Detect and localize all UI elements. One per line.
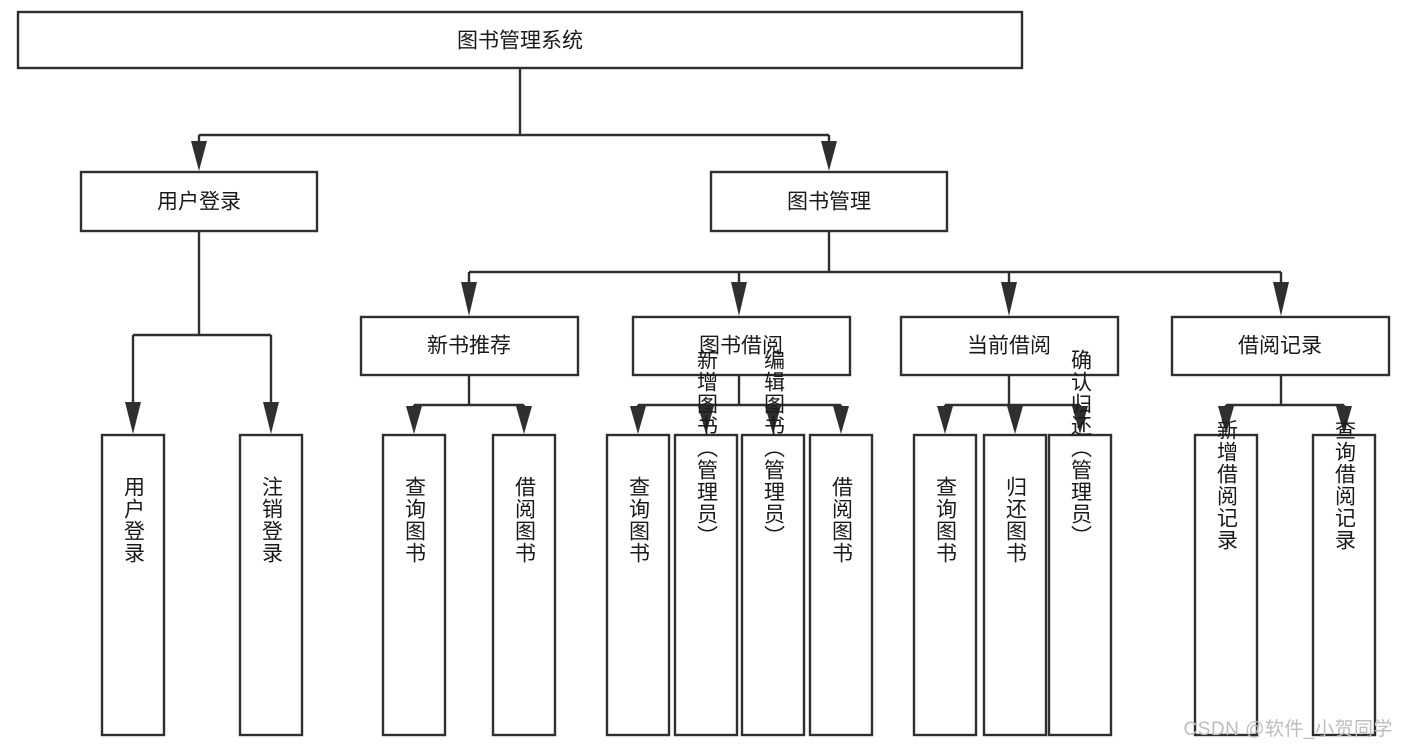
leaf-borrow-add-label: 新增图书（管理员） — [695, 349, 719, 547]
arrow-current-c3 — [1072, 406, 1088, 434]
leaf-user-login-box[interactable] — [100, 433, 166, 737]
node-user-login-box[interactable] — [79, 170, 319, 233]
arrow-login-c2 — [263, 402, 279, 434]
node-book-borrow[interactable]: 图书借阅 — [631, 315, 852, 377]
leaf-logout-box[interactable] — [238, 433, 304, 737]
node-current-borrow-box[interactable] — [899, 315, 1120, 377]
leaf-borrow-query-box[interactable] — [605, 433, 671, 737]
leaf-borrow-do-box[interactable] — [808, 433, 874, 737]
node-book-management[interactable]: 图书管理 — [709, 170, 949, 233]
arrow-borrow-c3 — [765, 406, 781, 434]
leaf-recommend-query-label: 查询图书 — [403, 476, 427, 564]
leaf-node[interactable]: 查询借阅记录 — [1311, 419, 1377, 737]
node-new-book-recommend[interactable]: 新书推荐 — [359, 315, 580, 377]
connector-group — [125, 68, 1352, 434]
leaf-record-query-box[interactable] — [1311, 433, 1377, 737]
arrow-borrow-c2 — [698, 406, 714, 434]
arrow-borrow-c4 — [833, 406, 849, 434]
leaf-node[interactable]: 查询图书 — [912, 433, 978, 737]
node-user-login-label: 用户登录 — [157, 191, 241, 214]
leaf-node[interactable]: 借阅图书 — [491, 433, 557, 737]
leaf-recommend-borrow-label: 借阅图书 — [513, 476, 537, 564]
node-borrow-record[interactable]: 借阅记录 — [1170, 315, 1391, 377]
leaf-node[interactable]: 查询图书 — [381, 433, 447, 737]
node-book-management-box[interactable] — [709, 170, 949, 233]
node-root-system[interactable]: 图书管理系统 — [16, 10, 1024, 70]
arrow-mgmt-c4 — [1273, 282, 1289, 316]
leaf-current-query-box[interactable] — [912, 433, 978, 737]
leaf-node[interactable]: 编辑图书（管理员） — [740, 349, 806, 737]
node-book-management-label: 图书管理 — [787, 191, 871, 214]
leaf-current-confirm-box[interactable] — [1047, 433, 1113, 737]
leaf-borrow-do-label: 借阅图书 — [830, 476, 854, 564]
arrow-mgmt-c1 — [461, 282, 477, 316]
arrow-recommend-c1 — [406, 406, 422, 434]
arrow-mgmt-c3 — [1001, 282, 1017, 316]
leaf-current-confirm-label: 确认归还（管理员） — [1069, 349, 1093, 547]
node-current-borrow[interactable]: 当前借阅 — [899, 315, 1120, 377]
leaf-record-query-label: 查询借阅记录 — [1333, 419, 1357, 551]
leaf-recommend-borrow-box[interactable] — [491, 433, 557, 737]
arrow-borrow-c1 — [630, 406, 646, 434]
leaf-borrow-edit-box[interactable] — [740, 433, 806, 737]
leaf-node[interactable]: 确认归还（管理员） — [1047, 349, 1113, 737]
node-new-book-recommend-box[interactable] — [359, 315, 580, 377]
leaf-node[interactable]: 归还图书 — [982, 433, 1048, 737]
node-user-login[interactable]: 用户登录 — [79, 170, 319, 233]
node-new-book-recommend-label: 新书推荐 — [427, 335, 511, 358]
leaf-borrow-edit-label: 编辑图书（管理员） — [762, 349, 786, 547]
leaf-recommend-query-box[interactable] — [381, 433, 447, 737]
leaf-logout-label: 注销登录 — [260, 476, 284, 564]
node-current-borrow-label: 当前借阅 — [967, 335, 1051, 358]
leaf-current-return-label: 归还图书 — [1004, 476, 1028, 564]
leaf-node[interactable]: 借阅图书 — [808, 433, 874, 737]
arrow-root-to-login — [191, 141, 207, 171]
arrow-record-c2 — [1336, 406, 1352, 434]
leaf-node[interactable]: 新增图书（管理员） — [673, 349, 739, 737]
arrow-mgmt-c2 — [731, 282, 747, 316]
leaf-record-add-label: 新增借阅记录 — [1215, 419, 1239, 551]
leaf-record-add-box[interactable] — [1193, 433, 1259, 737]
leaf-node[interactable]: 注销登录 — [238, 433, 304, 737]
arrow-current-c1 — [937, 406, 953, 434]
leaf-node[interactable]: 用户登录 — [100, 433, 166, 737]
node-book-borrow-label: 图书借阅 — [699, 335, 783, 358]
arrow-root-to-mgmt — [821, 141, 837, 171]
node-book-borrow-box[interactable] — [631, 315, 852, 377]
leaf-borrow-query-label: 查询图书 — [627, 476, 651, 564]
leaf-current-return-box[interactable] — [982, 433, 1048, 737]
leaf-node[interactable]: 新增借阅记录 — [1193, 419, 1259, 737]
leaf-borrow-add-box[interactable] — [673, 433, 739, 737]
arrow-record-c1 — [1218, 406, 1234, 434]
leaf-current-query-label: 查询图书 — [934, 476, 958, 564]
arrow-recommend-c2 — [516, 406, 532, 434]
node-borrow-record-label: 借阅记录 — [1238, 335, 1322, 358]
node-root-box[interactable] — [16, 10, 1024, 70]
arrow-login-c1 — [125, 402, 141, 434]
node-borrow-record-box[interactable] — [1170, 315, 1391, 377]
node-root-label: 图书管理系统 — [457, 30, 583, 53]
leaf-node[interactable]: 查询图书 — [605, 433, 671, 737]
arrow-current-c2 — [1007, 406, 1023, 434]
leaf-user-login-label: 用户登录 — [122, 476, 146, 564]
